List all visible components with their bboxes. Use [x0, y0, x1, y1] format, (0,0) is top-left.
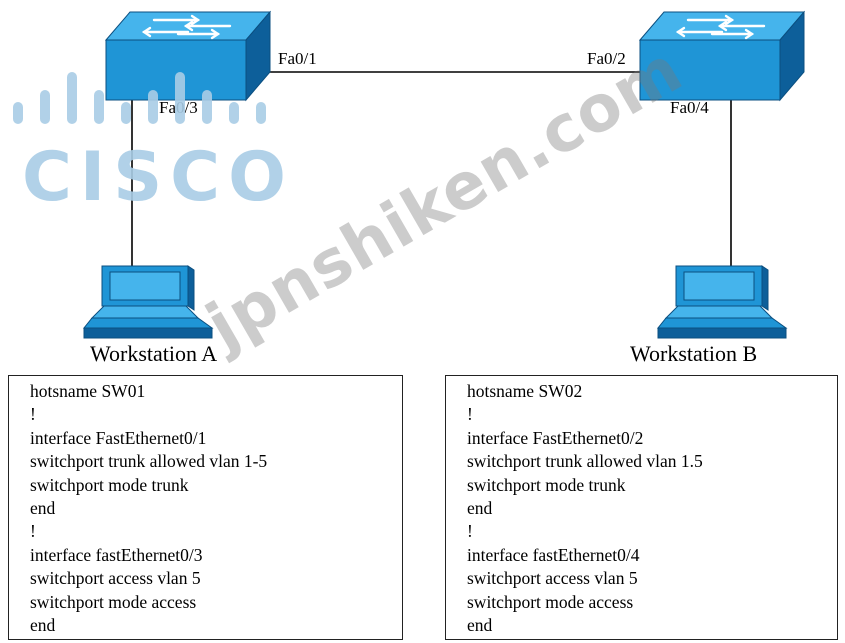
workstation-icon[interactable]	[657, 265, 787, 339]
config-line: !	[467, 521, 473, 542]
config-line: interface FastEthernet0/2	[467, 427, 644, 448]
cisco-logo-text: CISCO	[22, 138, 294, 217]
config-line: end	[467, 497, 493, 518]
config-line: !	[30, 521, 36, 542]
port-label-sw01-trunk: Fa0/1	[278, 49, 317, 68]
sw02-config-box: hotsname SW02 ! interface FastEthernet0/…	[445, 375, 838, 640]
workstation-b-label: Workstation B	[630, 341, 757, 366]
config-line: end	[467, 614, 493, 635]
port-label-sw02-access: Fa0/4	[670, 98, 709, 117]
config-line: switchport trunk allowed vlan 1.5	[467, 451, 703, 472]
config-line: switchport mode trunk	[30, 474, 189, 495]
config-line: switchport trunk allowed vlan 1-5	[30, 451, 268, 472]
workstation-a-label: Workstation A	[90, 341, 217, 366]
config-line: switchport mode access	[30, 591, 197, 612]
config-line: switchport access vlan 5	[30, 568, 201, 589]
config-line: !	[467, 404, 473, 425]
config-line: switchport mode access	[467, 591, 634, 612]
config-line: interface fastEthernet0/4	[467, 544, 640, 565]
config-line: hotsname SW01	[30, 381, 146, 401]
workstation-icon[interactable]	[83, 265, 213, 339]
cisco-logo-icon: CISCO	[13, 72, 294, 217]
config-line: switchport mode trunk	[467, 474, 626, 495]
network-switch-icon[interactable]	[638, 10, 806, 102]
port-label-sw02-trunk: Fa0/2	[587, 49, 626, 68]
config-line: interface FastEthernet0/1	[30, 427, 207, 448]
config-line: switchport access vlan 5	[467, 568, 638, 589]
config-line: end	[30, 497, 56, 518]
config-line: hotsname SW02	[467, 381, 583, 401]
config-line: interface fastEthernet0/3	[30, 544, 203, 565]
network-switch-icon[interactable]	[104, 10, 272, 102]
config-line: !	[30, 404, 36, 425]
config-line: end	[30, 614, 56, 635]
sw01-config-box: hotsname SW01 ! interface FastEthernet0/…	[8, 375, 403, 640]
